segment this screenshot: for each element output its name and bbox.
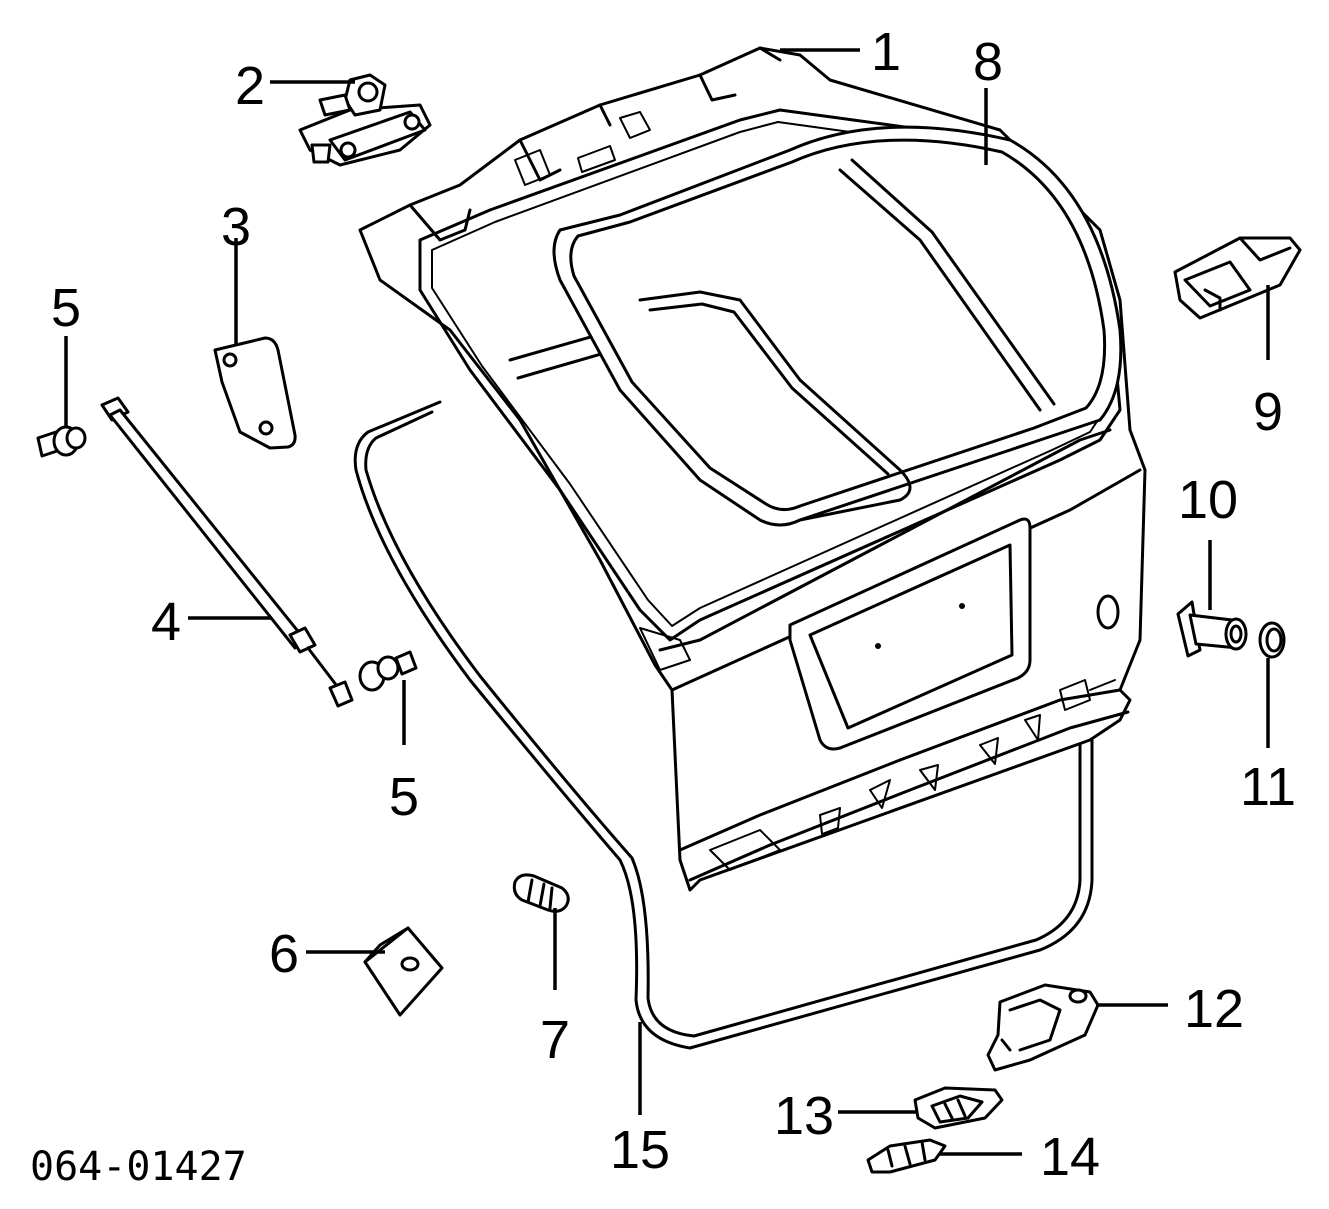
bumper-pad-part (363, 926, 444, 1017)
ball-stud-lower-part (358, 650, 418, 692)
callout-13: 13 (774, 1086, 834, 1146)
leader-lines (64, 48, 1270, 1156)
callout-1: 1 (871, 22, 901, 82)
switch-part (866, 1138, 947, 1174)
callout-11: 11 (1240, 757, 1296, 817)
glass-latch-part (1173, 236, 1302, 320)
hinge-part (298, 73, 432, 167)
callout-12: 12 (1184, 979, 1244, 1039)
document-code: 064-01427 (30, 1144, 247, 1190)
callout-15: 15 (610, 1120, 670, 1180)
callout-9: 9 (1253, 382, 1283, 442)
adjustable-bumper-part (512, 873, 570, 913)
liftgate-weatherstrip-part (353, 400, 1094, 1050)
callout-10: 10 (1178, 470, 1238, 530)
lock-cylinder-part (1176, 600, 1248, 658)
seal-ring-part (1258, 621, 1286, 659)
handle-part (913, 1086, 1004, 1130)
liftgate-panel-part (358, 46, 1147, 892)
callout-5-lower: 5 (389, 767, 419, 827)
callout-numbers: 1 2 3 4 5 5 6 7 8 9 10 11 12 13 14 15 (51, 22, 1296, 1187)
gas-strut-part (100, 396, 354, 708)
callout-8: 8 (973, 32, 1003, 92)
ball-stud-upper-part (36, 425, 87, 458)
callout-4: 4 (151, 592, 181, 652)
callout-3: 3 (221, 197, 251, 257)
bracket-part (213, 336, 297, 450)
callout-7: 7 (540, 1010, 570, 1070)
latch-assembly-part (986, 983, 1100, 1072)
callout-5-upper: 5 (51, 278, 81, 338)
callout-14: 14 (1040, 1127, 1100, 1187)
callout-6: 6 (269, 924, 299, 984)
callout-2: 2 (235, 56, 265, 116)
